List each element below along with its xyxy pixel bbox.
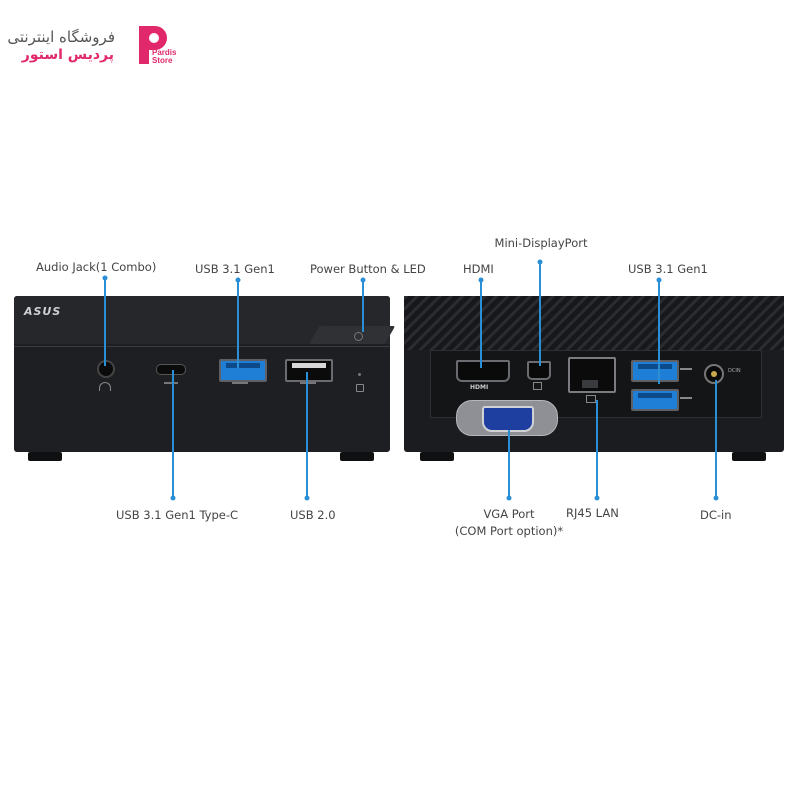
dc-in-pin [711,371,717,377]
callout-line-mini-dp [539,262,541,366]
lock-icon [356,384,364,392]
back-foot-right [732,452,766,461]
dcin-text: DCIN [728,368,741,374]
callout-line-audio [104,278,106,366]
callout-dot-usb31-back [656,277,662,283]
callout-line-rj45 [596,400,598,498]
front-foot-right [340,452,374,461]
label-usb31-front: USB 3.1 Gen1 [195,262,275,276]
label-vga-line1: VGA Port [483,507,535,521]
label-usb31-back: USB 3.1 Gen1 [628,262,708,276]
callout-dot-power [360,277,366,283]
back-foot-left [420,452,454,461]
label-rj45: RJ45 LAN [566,506,619,520]
label-usb20: USB 2.0 [290,508,336,522]
asus-logo: ASUS [24,305,62,318]
callout-line-vga [508,430,510,498]
usb31-back-port-1-tongue [638,364,672,369]
label-vga-port: VGA Port (COM Port option)* [455,506,563,540]
callout-line-dcin [715,380,717,498]
callout-dot-usb20 [304,495,310,501]
usb20-tongue [292,363,326,368]
hdmi-port[interactable] [456,360,510,382]
network-icon [586,395,596,403]
label-vga-line2: (COM Port option)* [454,524,564,538]
callout-dot-rj45 [594,495,600,501]
callout-dot-dcin [713,495,719,501]
callout-line-usb20 [306,372,308,498]
store-name-line2: پردیس استور [21,47,114,63]
callout-line-usb31-front [237,280,239,368]
power-icon [354,332,363,341]
callout-dot-audio [102,275,108,281]
store-name-line1: فروشگاه اینترنتی [7,28,115,46]
vga-connector [482,406,534,432]
front-divider [14,346,390,347]
callout-dot-hdmi [478,277,484,283]
power-button[interactable] [308,326,396,344]
usb-ss-icon-3 [680,368,692,370]
headset-icon [99,382,111,391]
callout-dot-mini-dp [537,259,543,265]
front-foot-left [28,452,62,461]
label-audio-jack: Audio Jack(1 Combo) [36,260,157,274]
store-name-en-1: Pardis [152,48,177,57]
hdmi-text: HDMI [470,384,489,391]
back-vent-grille [404,296,784,350]
store-name-en-2: Store [152,56,173,65]
displayport-icon [533,382,542,390]
usb-ss-icon [164,382,178,384]
rj45-latch [582,380,598,388]
callout-dot-typec [170,495,176,501]
audio-jack[interactable] [97,360,115,378]
store-name-en: Pardis Store [152,49,176,65]
usb-ss-icon-2 [232,382,248,384]
callout-dot-vga [506,495,512,501]
led-indicator [358,373,361,376]
usb-charge-icon [300,382,316,384]
label-power-button: Power Button & LED [310,262,426,276]
callout-line-typec [172,370,174,498]
store-logo-icon [139,26,167,64]
usb31-front-tongue [226,363,260,368]
usb-typec-port[interactable] [156,364,186,375]
front-device-body: ASUS [14,296,396,452]
callout-dot-usb31-front [235,277,241,283]
callout-line-power [362,280,364,332]
label-usb-typec: USB 3.1 Gen1 Type-C [116,508,239,522]
usb-ss-icon-4 [680,397,692,399]
label-mini-displayport: Mini-DisplayPort [494,236,588,250]
label-dcin: DC-in [700,508,732,522]
label-hdmi: HDMI [463,262,494,276]
callout-line-usb31-back [658,280,660,384]
callout-line-hdmi [480,280,482,368]
back-device-body: HDMI DCIN [404,296,784,452]
usb31-back-port-2-tongue [638,393,672,398]
